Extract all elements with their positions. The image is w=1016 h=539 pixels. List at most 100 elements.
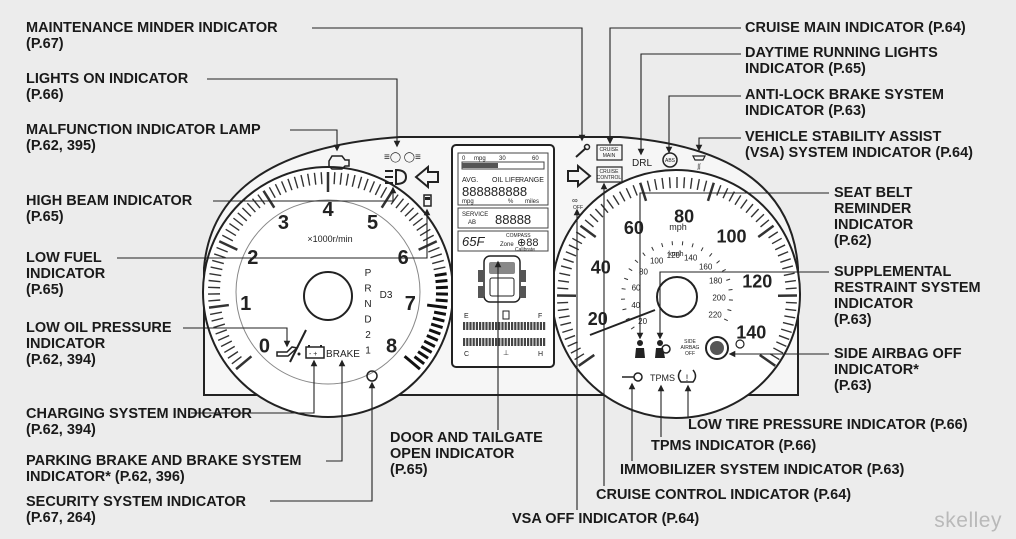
- fuel-segment: [523, 322, 526, 330]
- speed-tick: [612, 195, 620, 206]
- speed-mph-number: 60: [624, 218, 644, 238]
- temp-segment: [482, 338, 485, 346]
- tach-tick: [380, 190, 394, 209]
- speed-kmh-number: 220: [708, 311, 722, 320]
- fuel-segment: [482, 322, 485, 330]
- speed-tick: [560, 265, 572, 270]
- tach-tick: [274, 183, 282, 196]
- speed-tick: [606, 199, 614, 209]
- speed-kmh-tick: [642, 252, 646, 257]
- tach-tick: [433, 310, 447, 316]
- speed-tick: [780, 328, 792, 334]
- fuel-segment: [479, 322, 482, 330]
- speed-tick: [570, 347, 581, 354]
- tach-number: 5: [367, 212, 378, 234]
- speed-tick: [769, 353, 780, 361]
- tach-tick: [209, 311, 223, 316]
- svg-text:OFF: OFF: [573, 205, 583, 211]
- leader-line-low-fuel: [117, 208, 431, 259]
- high-beam-icon: [385, 168, 408, 186]
- tach-tick: [418, 240, 438, 251]
- leader-line-security: [270, 381, 376, 502]
- speed-kmh-tick: [728, 288, 733, 291]
- speed-tick: [785, 301, 797, 304]
- svg-text:∞: ∞: [572, 196, 578, 205]
- tach-tick: [351, 174, 356, 187]
- tach-tick: [412, 217, 423, 227]
- speed-kmh-tick: [700, 247, 704, 252]
- tach-tick: [408, 212, 419, 222]
- tach-tick: [208, 279, 221, 283]
- speed-tick: [565, 251, 577, 257]
- tach-tick: [280, 181, 287, 193]
- tach-tick: [241, 207, 252, 217]
- fuel-segment: [533, 322, 536, 330]
- mpg-scale-label: 30: [499, 156, 506, 162]
- mph-text: mph: [669, 222, 687, 232]
- leader-line-high-beam: [213, 186, 397, 202]
- label-low-oil: LOW OIL PRESSURE INDICATOR (P.62, 394): [26, 320, 172, 368]
- tach-tick: [257, 194, 266, 205]
- tach-tick: [357, 176, 363, 189]
- fuel-segment: [475, 322, 478, 330]
- tach-tick: [426, 334, 439, 342]
- tach-tick: [208, 303, 230, 309]
- fuel-segment: [463, 322, 466, 330]
- tach-tick: [246, 202, 256, 213]
- leader-line-parking-brake: [326, 359, 346, 462]
- leader-line-low-oil: [183, 327, 291, 348]
- fuel-segment: [472, 322, 475, 330]
- speed-tick: [785, 308, 797, 312]
- tach-tick: [413, 355, 426, 366]
- fuel-segment: [530, 322, 533, 330]
- speed-kmh-number: 20: [638, 317, 647, 326]
- tach-tick: [395, 198, 405, 209]
- leader-line-seat-belt: [636, 192, 829, 340]
- tach-tick: [400, 202, 410, 213]
- temp-segment: [536, 338, 539, 346]
- speed-tick: [654, 178, 658, 191]
- svg-text:∫∫: ∫∫: [696, 163, 701, 170]
- tach-tick: [380, 186, 388, 199]
- service-text: SERVICE: [462, 212, 488, 218]
- speed-kmh-tick: [622, 308, 627, 311]
- tach-tick: [268, 186, 276, 199]
- tach-tick: [209, 273, 222, 277]
- svg-text:SIDE: SIDE: [684, 339, 696, 345]
- label-seat-belt: SEAT BELT REMINDER INDICATOR (P.62): [834, 185, 914, 249]
- temp-segment: [491, 338, 494, 346]
- label-lights-on: LIGHTS ON INDICATOR (P.66): [26, 71, 189, 103]
- tach-tick: [237, 212, 248, 222]
- mpg-text: mpg: [462, 199, 474, 205]
- speed-kmh-number: 200: [712, 294, 726, 303]
- speed-tick: [559, 272, 571, 277]
- tach-tick: [363, 178, 369, 191]
- tach-tick: [210, 266, 223, 271]
- temp-segment: [533, 338, 536, 346]
- srs-icon: [655, 340, 671, 358]
- leader-line-vsa: [695, 137, 741, 152]
- temp-text: 65F: [462, 234, 485, 249]
- service-digits: 88888: [495, 212, 531, 227]
- speed-kmh-tick: [634, 259, 639, 264]
- speed-mph-number: 100: [716, 227, 746, 247]
- fuel-segment: [507, 322, 510, 330]
- tach-tick: [345, 173, 350, 186]
- temp-segment: [517, 338, 520, 346]
- speed-tick: [774, 244, 786, 251]
- tach-number: 0: [259, 335, 270, 357]
- speed-tick: [668, 177, 671, 189]
- label-srs: SUPPLEMENTAL RESTRAINT SYSTEM INDICATOR …: [834, 264, 981, 328]
- leader-line-drl: [637, 53, 741, 156]
- compass-text: COMPASS: [506, 233, 531, 239]
- speed-tick: [783, 272, 795, 277]
- label-security: SECURITY SYSTEM INDICATOR (P.67, 264): [26, 494, 246, 526]
- tach-tick: [419, 228, 431, 237]
- svg-text:CRUISE: CRUISE: [600, 169, 620, 175]
- temp-segment: [539, 338, 542, 346]
- tach-tick: [404, 207, 415, 217]
- tach-tick: [339, 172, 343, 185]
- speed-tick: [594, 208, 604, 218]
